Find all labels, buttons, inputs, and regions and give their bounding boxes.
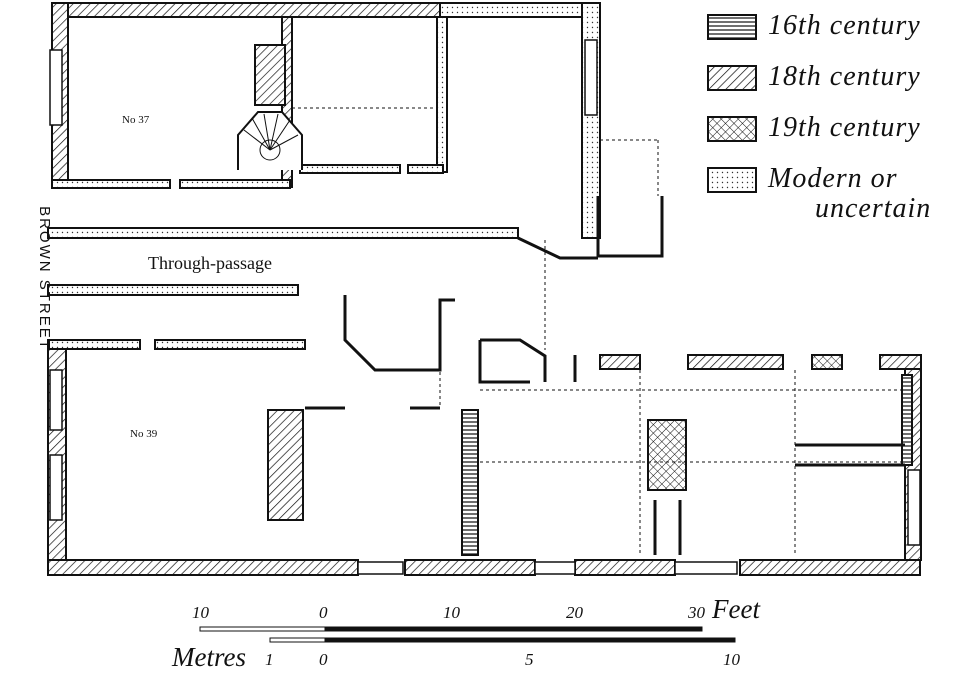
scale-bar-feet	[199, 626, 703, 632]
metres-unit: Metres	[172, 642, 246, 672]
wall-39-bottom	[47, 559, 359, 576]
legend-label-16th: 16th century	[768, 10, 921, 41]
passage-wall-north	[47, 227, 519, 239]
metres-tick-0: 1	[265, 650, 274, 669]
legend-label-uncertain: uncertain	[815, 193, 932, 224]
room-label-no39: No 39	[130, 428, 158, 440]
scale-bar-metres	[269, 637, 736, 643]
feet-tick-1: 0	[319, 603, 328, 622]
legend-swatch-modern	[707, 167, 757, 193]
wall-39-int-hlines	[461, 409, 479, 556]
legend-swatch-18th	[707, 65, 757, 91]
feet-tick-3: 20	[566, 603, 583, 622]
metres-tick-1: 0	[319, 650, 328, 669]
feet-unit: Feet	[712, 594, 760, 624]
wall-39-bottom-4	[739, 559, 921, 576]
wall-39-bottom-2	[404, 559, 536, 576]
wall-39-bottom-3	[574, 559, 676, 576]
wall-39-top-a	[47, 339, 141, 350]
through-passage-label: Through-passage	[148, 253, 272, 273]
wall-37-int2	[436, 16, 448, 173]
stair-treads	[243, 113, 299, 161]
wall-39-int-cross	[647, 419, 687, 491]
feet-tick-2: 10	[443, 603, 460, 622]
metres-tick-2: 5	[525, 650, 534, 669]
legend-label-modern: Modern or	[768, 163, 898, 194]
legend-label-19th: 19th century	[768, 112, 921, 143]
legend-label-18th: 18th century	[768, 61, 921, 92]
legend-swatches	[707, 14, 757, 193]
back-walls	[305, 196, 905, 555]
feet-tick-4: 30	[688, 603, 705, 622]
wall-37-top	[51, 2, 441, 18]
wall-37-top-modern	[439, 2, 601, 18]
dashed-lines	[292, 107, 905, 555]
legend-swatch-16th	[707, 14, 757, 40]
legend-swatch-19th	[707, 116, 757, 142]
wall-39-top-ext3	[811, 354, 843, 370]
feet-tick-0: 10	[192, 603, 209, 622]
room-label-no37: No 37	[122, 114, 150, 126]
wall-37-bottom-d	[407, 164, 444, 174]
wall-37-bottom-b	[179, 179, 291, 189]
metres-tick-3: 10	[723, 650, 740, 669]
windows	[49, 39, 921, 575]
wall-37-bottom-a	[51, 179, 171, 189]
street-label: BROWN STREET	[35, 206, 53, 351]
wall-39-int-v2	[901, 374, 913, 466]
wall-37-chimney	[254, 44, 286, 106]
wall-39-top-ext1	[599, 354, 641, 370]
wall-39-chimney	[267, 409, 304, 521]
wall-39-top-ext4	[879, 354, 922, 370]
wall-37-bottom-c	[299, 164, 401, 174]
wall-39-top-ext2	[687, 354, 784, 370]
passage-wall-south	[47, 284, 299, 296]
wall-39-top-b	[154, 339, 306, 350]
